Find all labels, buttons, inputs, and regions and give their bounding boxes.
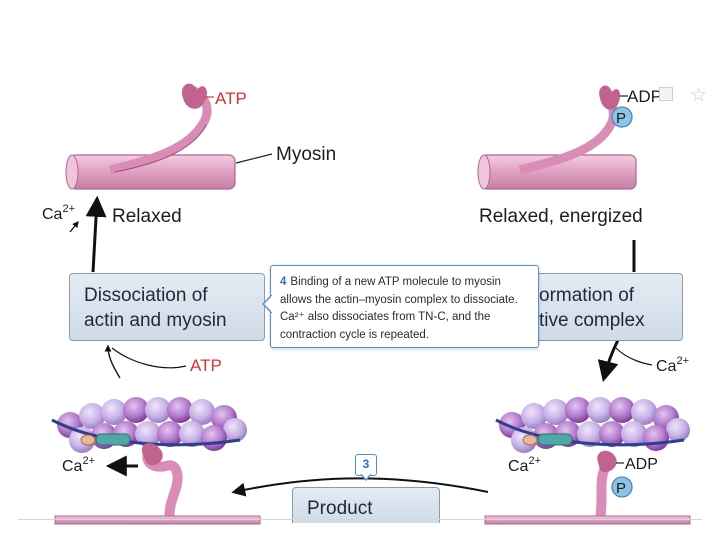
relaxed-energized-label: Relaxed, energized	[479, 206, 643, 227]
product-box[interactable]: Product	[292, 487, 440, 523]
dissociation-box[interactable]: Dissociation of actin and myosin	[69, 273, 265, 341]
star-icon[interactable]: ☆	[690, 85, 708, 106]
bottom-divider	[18, 519, 702, 520]
dissociation-line2: actin and myosin	[84, 310, 227, 331]
adp-label-bottom: ADP	[625, 456, 658, 473]
phosphate-top	[611, 106, 633, 128]
myosin-relaxed	[65, 83, 273, 190]
step-3-badge-pointer	[361, 474, 371, 481]
tooltip-pointer	[262, 295, 272, 313]
ca-label-bottom-left: Ca2+	[62, 455, 95, 475]
atp-label-top: ATP	[215, 89, 247, 108]
formation-line2: tive complex	[539, 310, 645, 331]
ca-label-left: Ca2+	[42, 203, 75, 223]
adp-label-top: ADP	[627, 87, 662, 106]
formation-box[interactable]: ormation of tive complex	[520, 273, 683, 341]
expand-icon[interactable]	[659, 87, 673, 101]
actin-filament-left	[51, 397, 247, 453]
relaxed-label: Relaxed	[112, 206, 182, 227]
actin-filament-right	[495, 397, 690, 453]
ca-label-bottom-right: Ca2+	[508, 455, 541, 475]
phosphate-bottom	[611, 476, 633, 498]
product-label: Product	[307, 498, 373, 519]
myosin-bottom-left	[141, 443, 183, 521]
formation-line1: ormation of	[539, 285, 635, 306]
myosin-label: Myosin	[276, 144, 336, 165]
phosphate-label-top: P	[616, 110, 626, 127]
myosin-bottom-right	[595, 450, 633, 521]
tooltip-step-number: 4	[280, 276, 287, 288]
phosphate-label-bottom: P	[616, 480, 626, 497]
ca-label-right: Ca2+	[656, 355, 689, 375]
tooltip-text: Binding of a new ATP molecule to myosin …	[280, 276, 518, 341]
atp-label-mid: ATP	[190, 356, 222, 375]
myosin-energized	[477, 85, 637, 190]
dissociation-line1: Dissociation of	[84, 285, 208, 306]
step-3-badge[interactable]: 3	[355, 454, 377, 476]
